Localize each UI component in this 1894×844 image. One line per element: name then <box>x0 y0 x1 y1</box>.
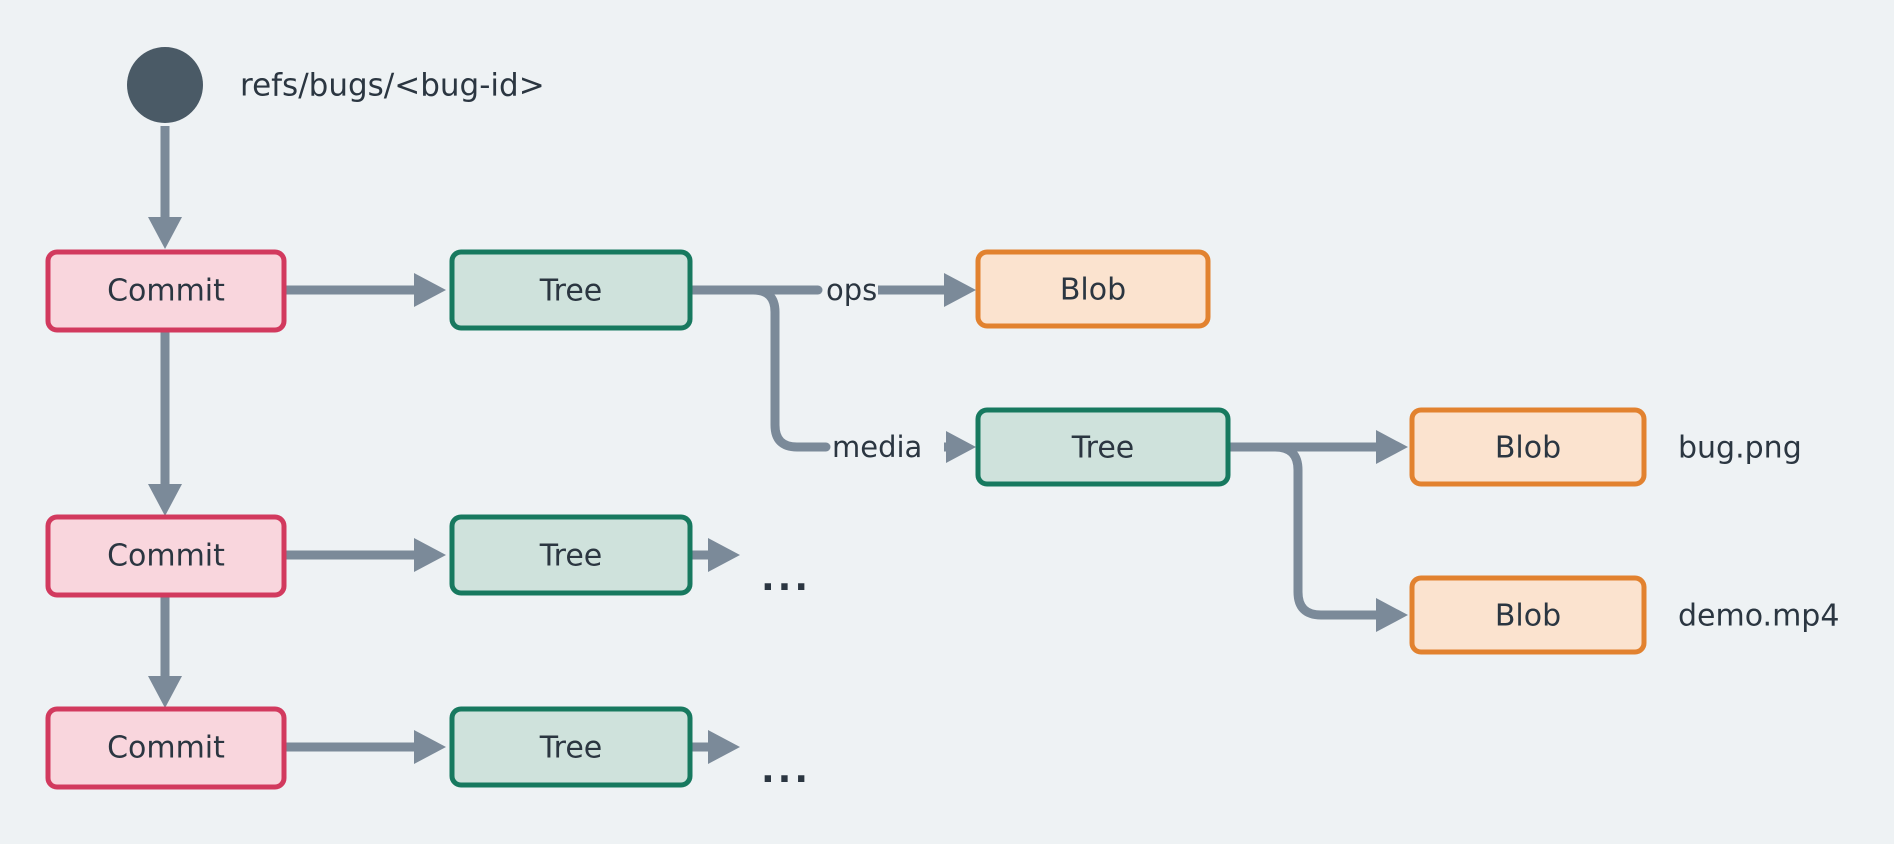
node-commit-1-label: Commit <box>107 274 225 309</box>
node-tree-media-label: Tree <box>1071 431 1135 466</box>
file-label-bug-png: bug.png <box>1678 431 1802 466</box>
node-blob-ops[interactable]: Blob <box>975 249 1211 329</box>
node-commit-2-label: Commit <box>107 539 225 574</box>
node-commit-3-label: Commit <box>107 731 225 766</box>
edge-media-to-tree <box>944 431 976 463</box>
edge-ref-to-commit1 <box>148 126 182 249</box>
ref-root-circle[interactable] <box>127 47 203 123</box>
node-blob-demo-mp4[interactable]: Blob <box>1409 575 1647 655</box>
edge-label-ops: ops <box>826 273 877 307</box>
node-tree-2[interactable]: Tree <box>449 514 693 596</box>
edge-treemedia-to-blob-demomp4 <box>1228 442 1408 632</box>
node-tree-3-label: Tree <box>539 731 603 766</box>
node-tree-3[interactable]: Tree <box>449 706 693 788</box>
edge-tree2-to-ellipsis <box>690 538 740 572</box>
node-blob-ops-label: Blob <box>1060 273 1126 308</box>
file-label-demo-mp4: demo.mp4 <box>1678 599 1839 634</box>
edge-ops-to-blob <box>878 273 976 307</box>
edge-label-media: media <box>832 430 922 464</box>
ellipsis-tree-3: ... <box>761 750 811 791</box>
edge-commit1-to-commit2 <box>148 332 182 516</box>
edge-commit2-to-tree2 <box>284 538 446 572</box>
node-tree-media[interactable]: Tree <box>975 407 1231 487</box>
ref-label: refs/bugs/<bug-id> <box>240 68 545 104</box>
edge-commit2-to-commit3 <box>148 589 182 708</box>
node-blob-bug-png-label: Blob <box>1495 431 1561 466</box>
ellipsis-tree-2: ... <box>761 558 811 599</box>
edge-tree1-to-media <box>685 285 831 452</box>
node-commit-2[interactable]: Commit <box>45 514 287 598</box>
edge-commit1-to-tree1 <box>284 273 446 307</box>
node-blob-demo-mp4-label: Blob <box>1495 599 1561 634</box>
node-tree-1[interactable]: Tree <box>449 249 693 331</box>
node-tree-2-label: Tree <box>539 539 603 574</box>
edge-tree3-to-ellipsis <box>690 730 740 764</box>
node-commit-3[interactable]: Commit <box>45 706 287 790</box>
edge-commit3-to-tree3 <box>284 730 446 764</box>
node-commit-1[interactable]: Commit <box>45 249 287 333</box>
node-tree-1-label: Tree <box>539 274 603 309</box>
node-blob-bug-png[interactable]: Blob <box>1409 407 1647 487</box>
